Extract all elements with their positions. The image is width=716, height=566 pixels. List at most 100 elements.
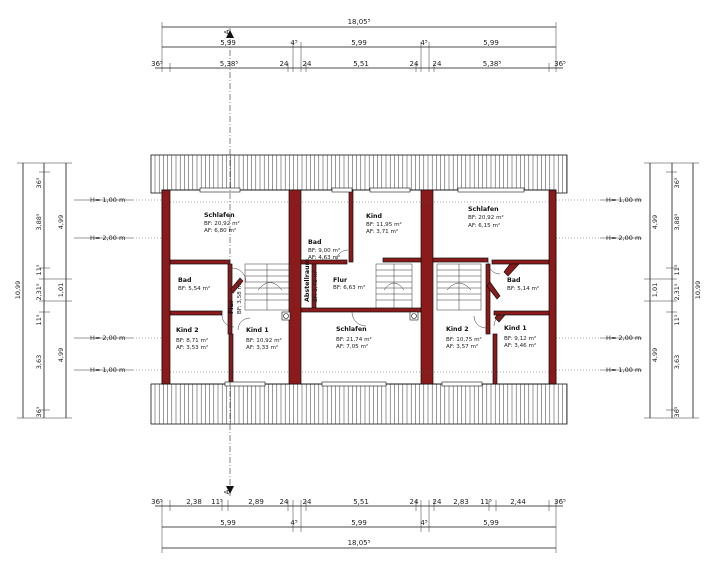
right-total-dimension: 10,99: [694, 281, 702, 300]
bottom-dim-row1-4: 24: [280, 498, 289, 506]
bottom-dim-row1-12: 36⁵: [554, 498, 566, 506]
left-dim-inner-5: 3,63: [35, 355, 43, 369]
bottom-dim-row1-9: 2,83: [453, 498, 469, 506]
left-height-mark-2: H= 2,00 m: [90, 234, 125, 242]
top-dim-row3-1: 5,38⁵: [220, 60, 239, 68]
bottom-dim-row2-4: 5,99: [483, 519, 499, 527]
right-dim-inner-2: 11⁵: [673, 264, 681, 275]
stairs-left: [244, 263, 290, 311]
left-dim-inner-3: 2,31⁵: [35, 283, 43, 300]
bottom-total-dimension: 18,05⁵: [348, 539, 371, 547]
bottom-dim-row1-2: 11⁵: [211, 498, 223, 506]
room-af-1: AF: 4,63 m²: [308, 254, 340, 261]
top-dimension-chains: 18,05⁵ 5,99 4⁵ 5,99 4⁵ 5,99 36⁵ 5,38⁵ 24…: [151, 18, 566, 72]
room-name-6: Abstellraum: [304, 258, 311, 302]
room-af-3: AF: 6,15 m²: [468, 222, 500, 229]
right-dim-inner-6: 36⁵: [673, 406, 681, 417]
right-dim-outer-2: 4,99: [651, 348, 659, 362]
room-name-4: Bad: [178, 277, 192, 284]
room-name-13: Kind 1: [504, 325, 527, 332]
left-dimension-chains: 10,99 36⁵ 3,88⁵ 11⁵ 2,31⁵ 11⁵ 3,63 36⁵ 4…: [14, 162, 72, 419]
left-total-dimension: 10,99: [14, 281, 22, 300]
bottom-dim-row1-5: 24: [303, 498, 312, 506]
room-bf-12: BF: 10,75 m²: [446, 336, 482, 343]
right-height-mark-1: H= 1,00 m: [606, 196, 641, 204]
bottom-dim-row1-6: 5,51: [353, 498, 369, 506]
bottom-dim-row1-3: 2,89: [248, 498, 264, 506]
top-dim-row2-0: 5,99: [220, 39, 236, 47]
room-bf-7: BF: 3,58 m²: [236, 282, 243, 314]
height-mark-lines: H= 1,00 m H= 2,00 m H= 2,00 m H= 1,00 m …: [74, 196, 642, 374]
room-af-9: AF: 3,53 m²: [176, 344, 208, 351]
left-dim-inner-2: 11⁵: [35, 264, 43, 275]
top-dim-row3-6: 24: [433, 60, 442, 68]
left-dim-inner-0: 36⁵: [35, 177, 43, 188]
top-dim-row2-4: 5,99: [483, 39, 499, 47]
top-dim-row2-1: 4⁵: [290, 39, 297, 47]
room-bf-4: BF: 5,54 m²: [178, 285, 210, 292]
right-dim-inner-1: 3,88⁵: [673, 213, 681, 230]
stairs-center: [375, 263, 413, 309]
left-height-mark-4: H= 1,00 m: [90, 366, 125, 374]
bottom-dim-row1-11: 2,44: [510, 498, 526, 506]
room-name-2: Kind: [366, 213, 382, 220]
room-af-13: AF: 3,46 m²: [504, 342, 536, 349]
room-bf-6: BF: 3,46 m²: [312, 270, 319, 302]
room-name-3: Schlafen: [468, 206, 499, 213]
top-total-dimension: 18,05⁵: [348, 18, 371, 26]
bottom-dimension-chains: 36⁵ 2,38 11⁵ 2,89 24 24 5,51 24 24 2,83 …: [151, 498, 566, 553]
room-name-12: Kind 2: [446, 326, 469, 333]
chimneys: [281, 311, 419, 321]
top-dim-row3-3: 24: [303, 60, 312, 68]
left-dim-inner-4: 11⁵: [35, 314, 43, 325]
room-af-2: AF: 3,71 m²: [366, 228, 398, 235]
room-af-0: AF: 6,80 m²: [204, 227, 236, 234]
room-name-0: Schlafen: [204, 212, 235, 219]
right-dim-outer-0: 4,99: [651, 215, 659, 229]
bottom-dim-row1-0: 36⁵: [151, 498, 163, 506]
room-bf-5: BF: 6,63 m²: [333, 284, 365, 291]
right-height-mark-4: H= 1,00 m: [606, 366, 641, 374]
top-dim-row3-8: 36⁵: [554, 60, 566, 68]
left-height-mark-1: H= 1,00 m: [90, 196, 125, 204]
top-dim-row3-4: 5,51: [353, 60, 369, 68]
room-name-5: Flur: [333, 277, 348, 284]
top-dim-row3-0: 36⁵: [151, 60, 163, 68]
room-bf-0: BF: 20,92 m²: [204, 220, 240, 227]
floor-plan: A A Schlafen BF: 20,92 m² AF: 6,80 m² Ba…: [161, 28, 557, 496]
room-bf-1: BF: 9,00 m²: [308, 247, 340, 254]
bottom-dim-row2-3: 4⁵: [420, 519, 427, 527]
left-dim-inner-6: 36⁵: [35, 406, 43, 417]
right-dim-inner-4: 11⁵: [673, 314, 681, 325]
room-bf-2: BF: 11,95 m²: [366, 221, 402, 228]
room-af-10: AF: 3,33 m²: [246, 344, 278, 351]
right-height-mark-2: H= 2,00 m: [606, 234, 641, 242]
bottom-dim-row1-1: 2,38: [186, 498, 202, 506]
right-dim-inner-3: 2,31⁵: [673, 283, 681, 300]
door-swings: [221, 249, 507, 331]
top-dim-row3-7: 5,38⁵: [483, 60, 502, 68]
bottom-dim-row2-2: 5,99: [351, 519, 367, 527]
right-dim-outer-1: 1,01: [651, 283, 659, 297]
room-bf-8: BF: 5,14 m²: [507, 285, 539, 292]
room-name-8: Bad: [507, 277, 521, 284]
stairs-right: [436, 263, 482, 311]
room-bf-3: BF: 20,92 m²: [468, 214, 504, 221]
top-dim-row3-5: 24: [410, 60, 419, 68]
room-name-11: Schlafen: [336, 326, 367, 333]
top-dim-row2-2: 5,99: [351, 39, 367, 47]
section-marker-top: A: [223, 29, 231, 34]
top-dim-row3-2: 24: [280, 60, 289, 68]
right-dim-inner-5: 3,63: [673, 355, 681, 369]
bottom-dim-row1-10: 11⁵: [480, 498, 492, 506]
bottom-dim-row2-1: 4⁵: [290, 519, 297, 527]
room-bf-10: BF: 10,92 m²: [246, 337, 282, 344]
bottom-dim-row1-8: 24: [433, 498, 442, 506]
room-labels: Schlafen BF: 20,92 m² AF: 6,80 m² Bad BF…: [176, 206, 539, 351]
left-height-mark-3: H= 2,00 m: [90, 334, 125, 342]
right-height-mark-3: H= 2,00 m: [606, 334, 641, 342]
room-af-11: AF: 7,05 m²: [336, 343, 368, 350]
room-bf-9: BF: 8,71 m²: [176, 337, 208, 344]
top-dim-row2-3: 4⁵: [420, 39, 427, 47]
section-marker-bottom: A: [223, 489, 231, 494]
